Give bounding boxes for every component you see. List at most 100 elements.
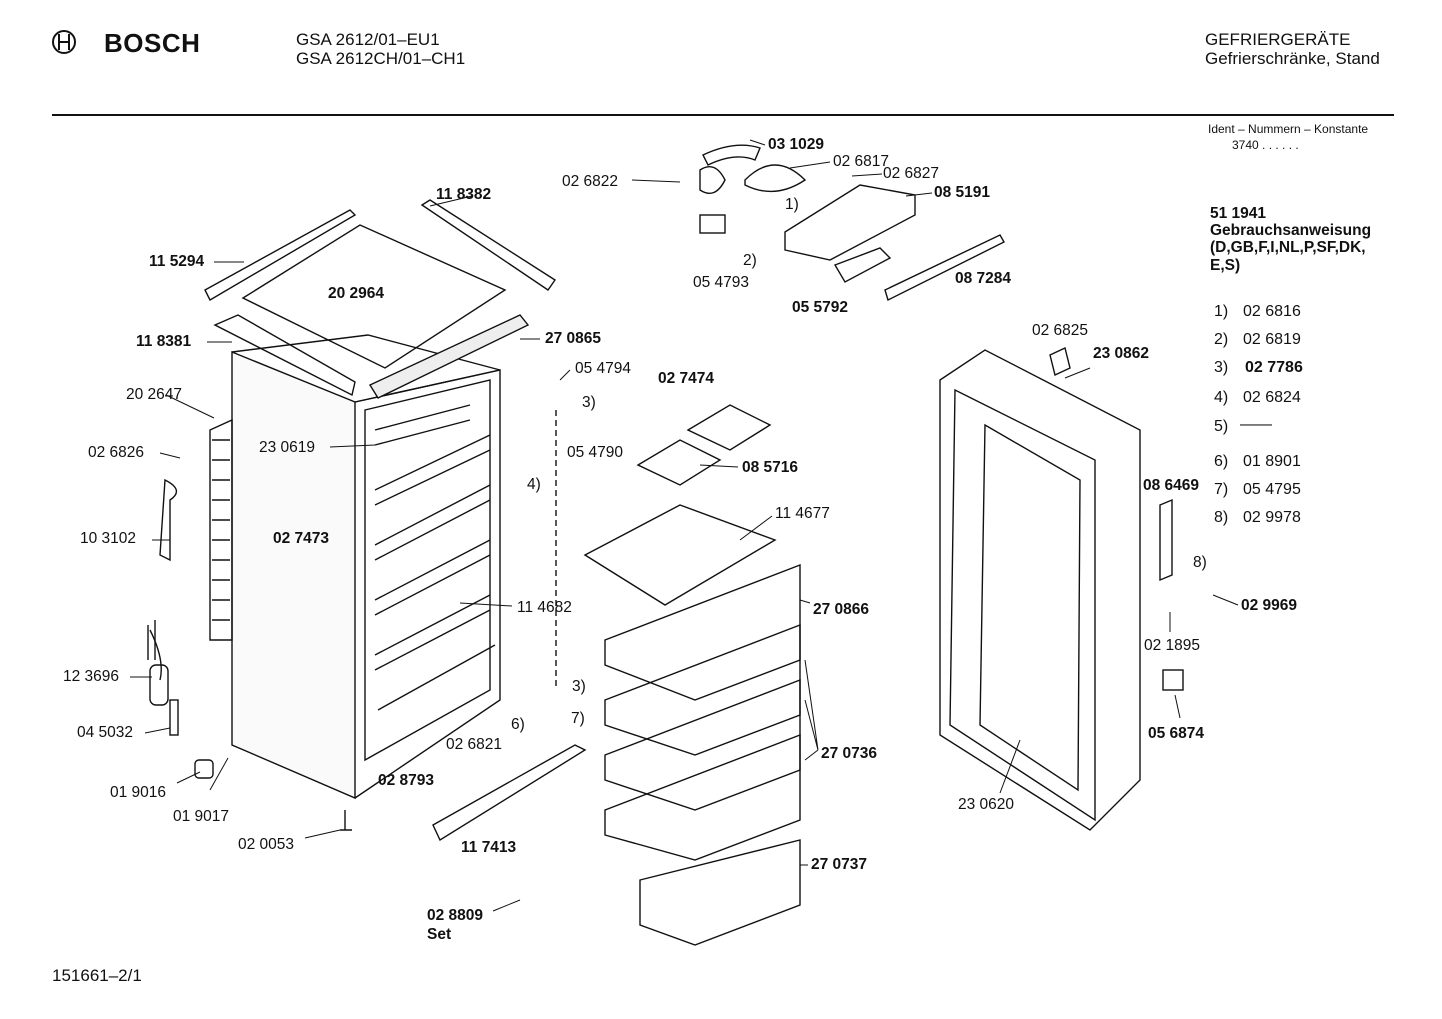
part-label: 03 1029 — [768, 136, 825, 153]
wire-lead — [147, 620, 156, 660]
part-label: 02 6825 — [1032, 322, 1089, 339]
ice-pack-2 — [636, 439, 722, 486]
ident-value: 3740 . . . . . . — [1232, 138, 1299, 152]
model-1: GSA 2612/01–EU1 — [296, 30, 440, 49]
legend-value: 02 7786 — [1245, 359, 1303, 376]
lamp-cover — [744, 164, 807, 193]
part-label: 20 2647 — [126, 386, 183, 403]
door — [939, 349, 1141, 831]
cabinet-body — [231, 334, 501, 800]
part-label-set: Set — [427, 926, 452, 943]
screw — [340, 810, 352, 831]
part-label: 27 0736 — [821, 745, 878, 762]
part-label: 05 4793 — [693, 274, 750, 291]
part-label: 10 3102 — [80, 530, 137, 547]
part-label: 23 0862 — [1093, 345, 1150, 362]
manual-languages-2: E,S) — [1210, 257, 1241, 274]
callout-label: 2) — [743, 252, 757, 269]
handle-10-3102 — [159, 478, 178, 562]
footer-code: 151661–2/1 — [52, 966, 142, 985]
rail-left — [204, 209, 357, 301]
manual-languages: (D,GB,F,I,NL,P,SF,DK, — [1210, 239, 1366, 256]
sensor-cable — [149, 629, 162, 681]
header-rule — [52, 114, 1394, 116]
part-label: 02 1895 — [1144, 637, 1201, 654]
ice-pack-1 — [686, 404, 772, 451]
part-label: 02 7473 — [273, 530, 330, 547]
part-label: 27 0865 — [545, 330, 602, 347]
part-label: 01 9016 — [110, 784, 167, 801]
legend-key: 3) — [1214, 359, 1229, 376]
manual-number: 51 1941 — [1210, 205, 1267, 222]
bosch-armature-icon — [52, 30, 76, 54]
part-label: 04 5032 — [77, 724, 134, 741]
callout-label: 6) — [511, 716, 525, 733]
part-label: 11 8382 — [436, 186, 492, 203]
part-label: 02 6821 — [446, 736, 503, 753]
manual-title: Gebrauchsanweisung — [1210, 222, 1372, 239]
part-label: 02 6822 — [562, 173, 619, 190]
part-label: 23 0620 — [958, 796, 1015, 813]
legend-value: 02 6824 — [1243, 389, 1301, 406]
glass-shelf — [583, 504, 777, 606]
part-label: 01 9017 — [173, 808, 230, 825]
callout-label: 7) — [571, 710, 585, 727]
part-label: 11 4682 — [517, 599, 572, 616]
brand-name: BOSCH — [104, 28, 201, 58]
legend-value: 05 4795 — [1243, 481, 1301, 498]
side-strip — [213, 314, 356, 397]
legend-value: —— — [1240, 416, 1272, 433]
part-label: 05 6874 — [1148, 725, 1205, 742]
part-label: 05 4790 — [567, 444, 624, 461]
part-label: 27 0737 — [811, 856, 868, 873]
callout-label: 4) — [527, 476, 541, 493]
part-label: 08 5716 — [742, 459, 799, 476]
lamp-holder — [1049, 347, 1071, 376]
thermostat-knob — [1162, 669, 1184, 691]
switch — [699, 214, 726, 234]
legend-value: 02 9978 — [1243, 509, 1301, 526]
part-label: 08 7284 — [955, 270, 1012, 287]
thermometer — [699, 166, 726, 194]
legend-key: 1) — [1214, 303, 1229, 320]
part-label: 11 8381 — [136, 333, 192, 350]
callout-label: 3) — [582, 394, 596, 411]
part-label: 02 6817 — [833, 153, 890, 170]
callout-label: 8) — [1193, 554, 1207, 571]
part-label: 20 2964 — [328, 285, 385, 302]
category: GEFRIERGERÄTE — [1205, 30, 1351, 49]
legend-key: 7) — [1214, 481, 1229, 498]
part-label: 02 6826 — [88, 444, 145, 461]
part-label: 02 6827 — [883, 165, 940, 182]
part-label: 11 7413 — [461, 839, 517, 856]
top-front-strip — [368, 314, 530, 399]
callout-label: 1) — [785, 196, 799, 213]
ident-title: Ident – Nummern – Konstante — [1208, 122, 1369, 136]
part-label: 05 5792 — [792, 299, 849, 316]
callout-label: 3) — [572, 678, 586, 695]
part-label: 02 8809 — [427, 907, 484, 924]
subcategory: Gefrierschränke, Stand — [1205, 49, 1380, 68]
part-label: 11 4677 — [775, 505, 830, 522]
bottom-grille — [432, 744, 587, 842]
legend-value: 01 8901 — [1243, 453, 1301, 470]
trim-strip — [884, 234, 1005, 301]
legend-value: 02 6819 — [1243, 331, 1301, 348]
part-label: 05 4794 — [575, 360, 632, 377]
legend-key: 2) — [1214, 331, 1229, 348]
hinge — [1159, 498, 1173, 582]
sensor — [149, 664, 169, 706]
pin — [169, 699, 179, 736]
wire-shelves — [374, 404, 496, 711]
model-2: GSA 2612CH/01–CH1 — [296, 49, 466, 68]
legend-key: 5) — [1214, 418, 1229, 435]
part-label: 02 8793 — [378, 772, 435, 789]
part-label: 08 6469 — [1143, 477, 1200, 494]
legend-key: 6) — [1214, 453, 1229, 470]
control-panel — [833, 247, 892, 283]
part-label: 02 0053 — [238, 836, 295, 853]
part-label: 02 9969 — [1241, 597, 1298, 614]
part-label: 12 3696 — [63, 668, 120, 685]
part-label: 27 0866 — [813, 601, 870, 618]
